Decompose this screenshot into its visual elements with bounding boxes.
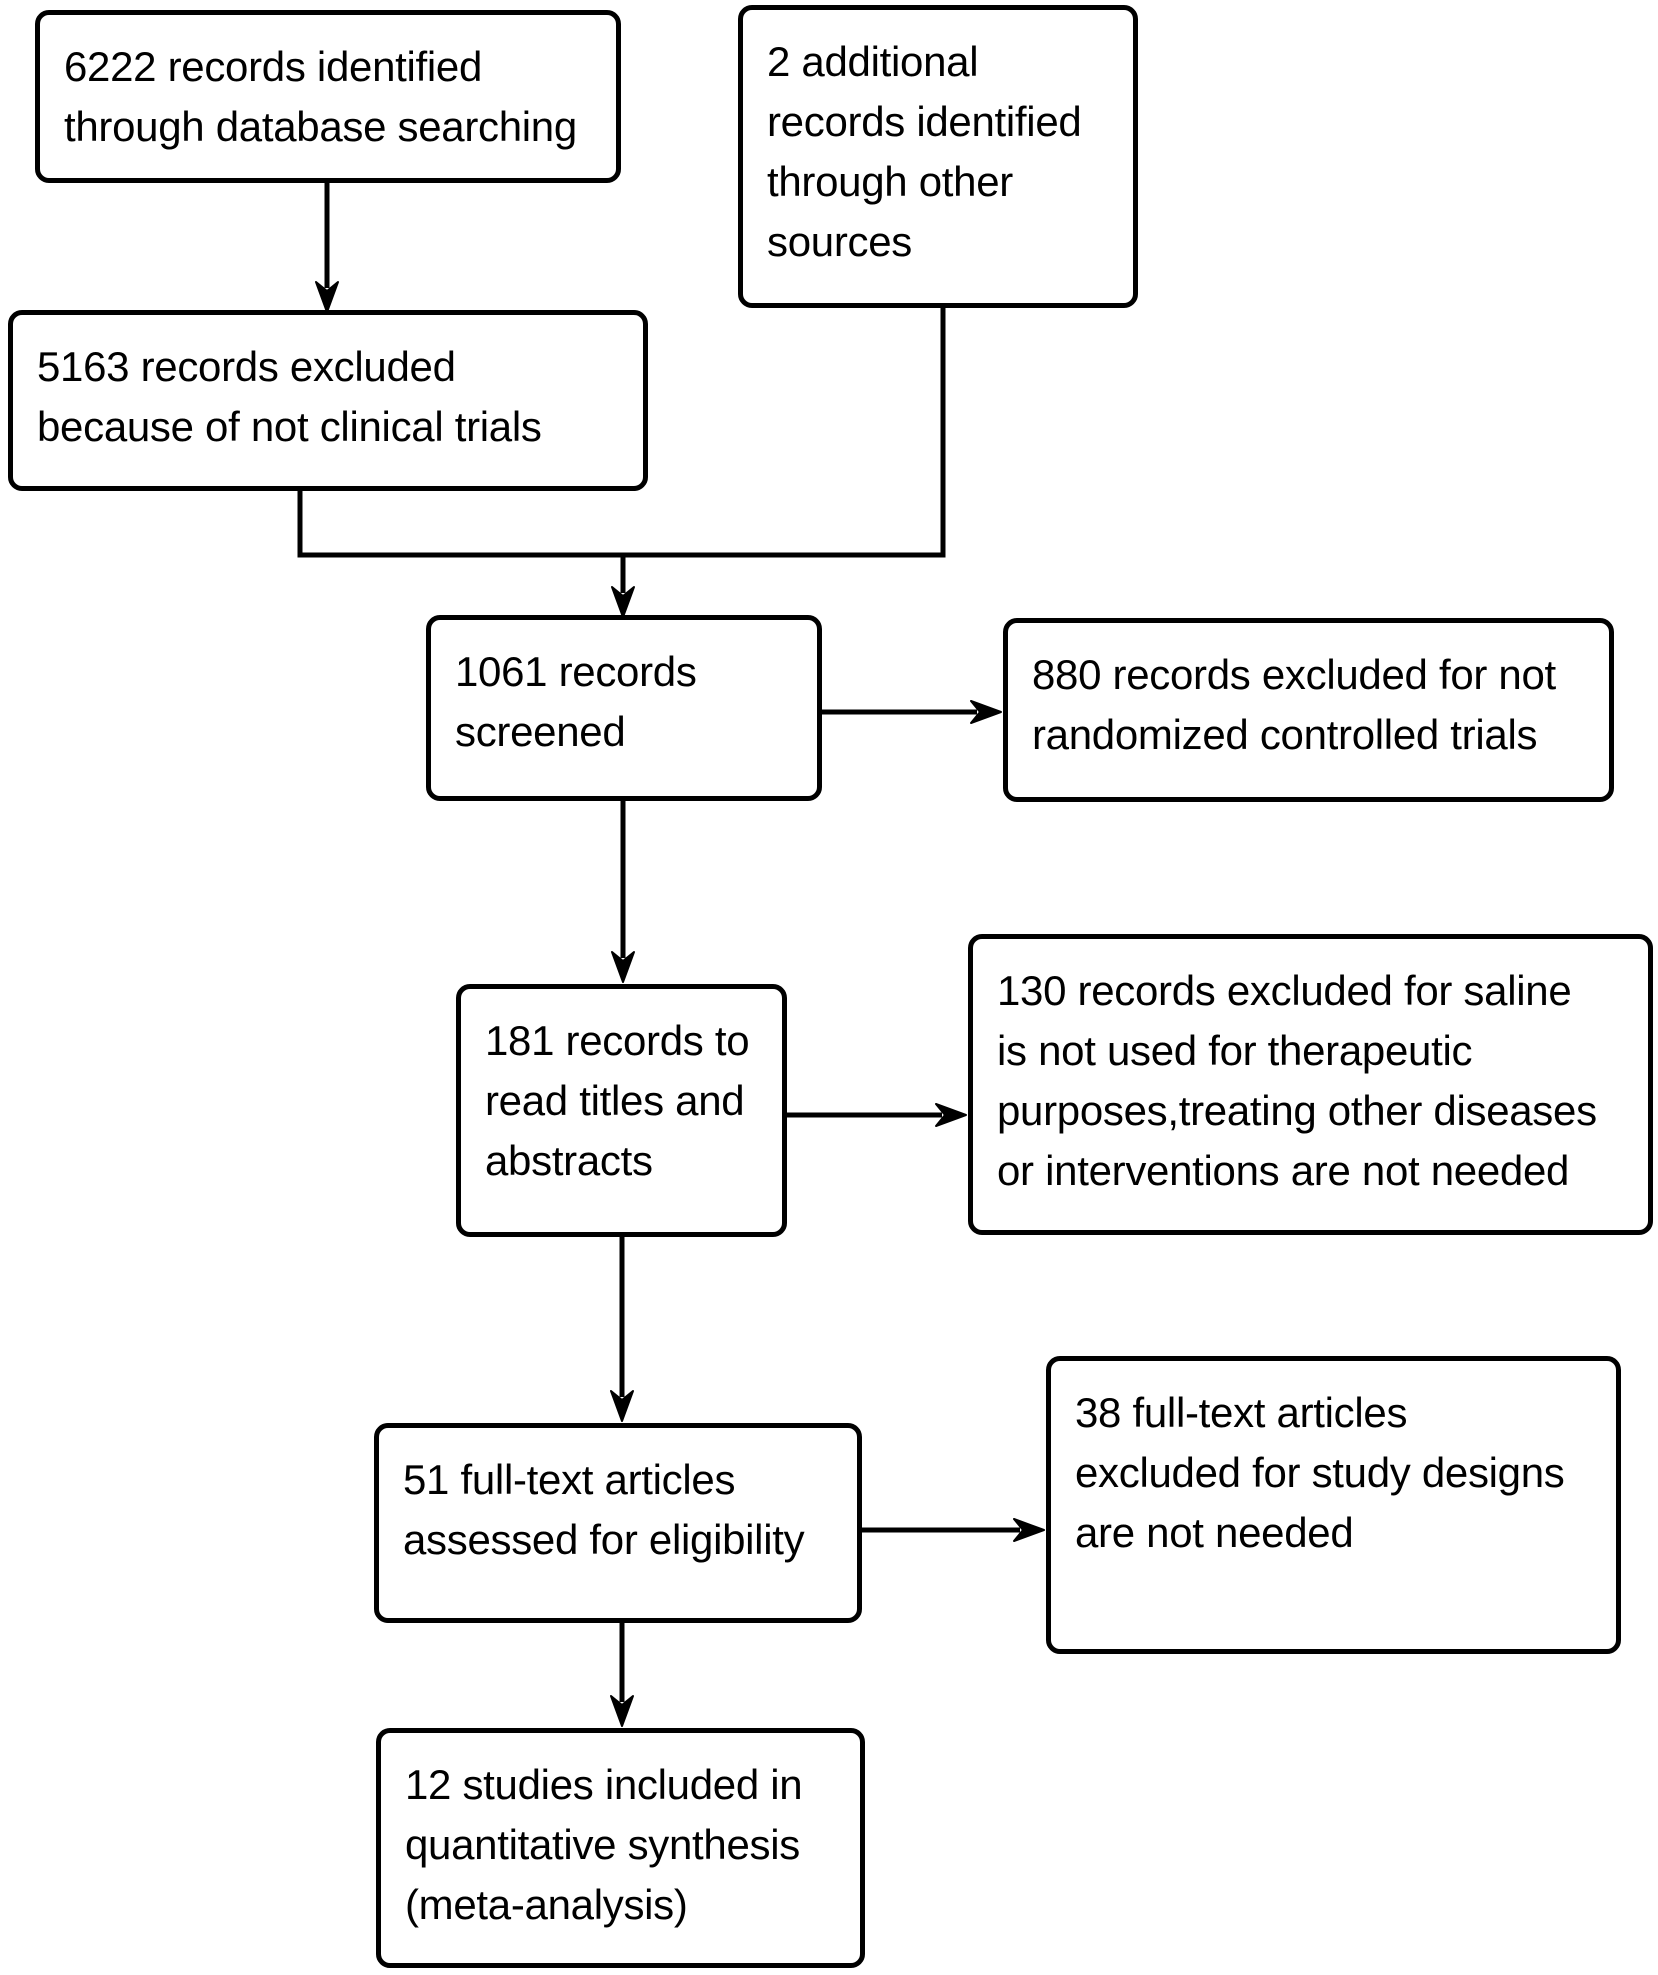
box-records-identified-other-sources: 2 additional records identified through … — [738, 5, 1138, 308]
arrowhead-right-icon — [935, 1103, 967, 1127]
box-records-read-titles-abstracts: 181 records to read titles and abstracts — [456, 984, 787, 1237]
box-records-identified-database: 6222 records identified through database… — [35, 10, 621, 183]
arrowhead-right-icon — [1013, 1518, 1045, 1542]
arrowhead-down-icon — [611, 951, 635, 983]
arrowhead-down-icon — [610, 1695, 634, 1727]
box-fulltext-excluded-study-designs: 38 full-text articles excluded for study… — [1046, 1356, 1621, 1654]
arrowhead-down-icon — [315, 281, 339, 313]
box-records-screened: 1061 records screened — [426, 615, 822, 801]
box-records-excluded-not-clinical-trials: 5163 records excluded because of not cli… — [8, 310, 648, 491]
box-records-excluded-not-rct: 880 records excluded for not randomized … — [1003, 618, 1614, 802]
arrowhead-down-icon — [611, 586, 635, 618]
arrowhead-down-icon — [610, 1390, 634, 1422]
box-records-excluded-saline-not-therapeutic: 130 records excluded for saline is not u… — [968, 934, 1653, 1235]
box-studies-included-meta-analysis: 12 studies included in quantitative synt… — [376, 1728, 865, 1968]
box-fulltext-assessed-eligibility: 51 full-text articles assessed for eligi… — [374, 1423, 862, 1623]
arrowhead-right-icon — [970, 700, 1002, 724]
